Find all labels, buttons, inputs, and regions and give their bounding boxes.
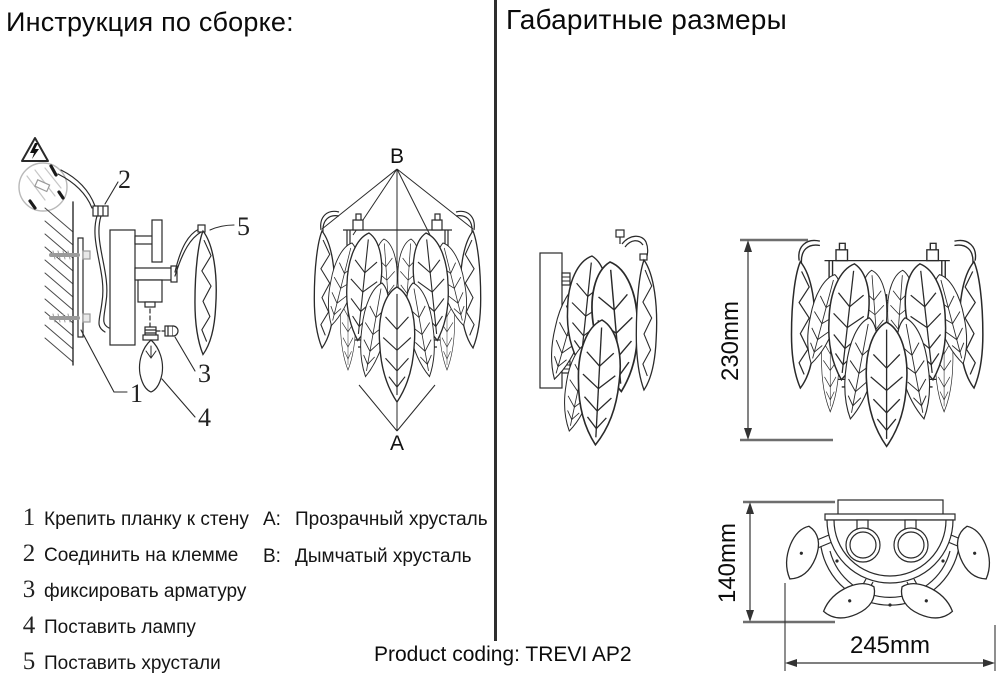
legend-text: Дымчатый хрусталь xyxy=(295,546,472,567)
crystal-spear xyxy=(194,230,217,356)
step-item: 5 Поставить хрустали xyxy=(18,648,249,675)
right-panel-title: Габаритные размеры xyxy=(506,4,787,35)
mounting-bar xyxy=(77,237,84,338)
height-dimension: 230mm xyxy=(717,238,833,442)
step-text: Поставить лампу xyxy=(44,617,196,638)
cap-nut xyxy=(156,325,179,337)
side-arm-wire xyxy=(621,235,649,257)
step-text: фиксировать арматуру xyxy=(44,581,247,602)
bulb xyxy=(138,339,164,393)
step-number: 5 xyxy=(22,648,36,675)
callout-1-label: 1 xyxy=(130,379,143,408)
product-coding: Product coding: TREVI AP2 xyxy=(374,643,632,666)
depth-dimension: 140mm xyxy=(714,500,835,624)
wall-anchor-detail-icon xyxy=(18,162,68,212)
legend-key: B: xyxy=(263,546,281,567)
step-item: 2 Соединить на клемме xyxy=(18,540,249,567)
wall-screws xyxy=(49,250,91,323)
height-dimension-label: 230mm xyxy=(717,301,744,381)
crystal-label-b: B xyxy=(390,145,404,168)
bottom-view-dimensioned: 140mm 245mm xyxy=(714,499,997,671)
sconce-side-view xyxy=(539,229,658,447)
left-panel-title: Инструкция по сборке: xyxy=(6,7,294,37)
assembly-steps-list: 1 Крепить планку к стену 2 Соединить на … xyxy=(18,504,249,675)
terminal-block xyxy=(92,205,109,217)
callout-4-label: 4 xyxy=(198,403,211,432)
lamp-socket xyxy=(142,326,159,341)
step-item: 1 Крепить планку к стену xyxy=(18,504,249,531)
step-text: Соединить на клемме xyxy=(44,545,239,566)
panel-divider xyxy=(494,0,497,641)
side-crystal-spear xyxy=(635,259,658,391)
step-text: Поставить хрустали xyxy=(44,653,221,674)
step-item: 3 фиксировать арматуру xyxy=(18,576,249,603)
legend-item: B: Дымчатый хрусталь xyxy=(263,546,488,568)
callout-5-label: 5 xyxy=(237,212,250,241)
label-b-leaders xyxy=(321,168,474,263)
crystal-legend: A: Прозрачный хрусталь B: Дымчатый хруст… xyxy=(263,509,488,568)
assembly-diagram: 1 2 3 4 5 xyxy=(18,137,250,432)
legend-item: A: Прозрачный хрусталь xyxy=(263,509,488,531)
fixture-body xyxy=(109,229,136,346)
legend-key: A: xyxy=(263,509,281,530)
width-dimension-label: 245mm xyxy=(850,632,930,659)
crystal-label-a: A xyxy=(390,432,404,455)
width-dimension: 245mm xyxy=(784,583,996,671)
step-item: 4 Поставить лампу xyxy=(18,612,249,639)
legend-text: Прозрачный хрусталь xyxy=(295,509,488,530)
step-number: 4 xyxy=(22,612,36,639)
sconce-front-view: B A xyxy=(285,145,500,455)
callout-2-label: 2 xyxy=(118,165,131,194)
wall-plate-top xyxy=(837,499,944,516)
step-number: 1 xyxy=(22,504,36,531)
step-text: Крепить планку к стену xyxy=(44,509,249,530)
electric-warning-icon xyxy=(21,137,49,162)
front-view-dimensioned: 230mm xyxy=(717,238,1000,470)
step-number: 3 xyxy=(22,576,36,603)
step-number: 2 xyxy=(22,540,36,567)
canopy xyxy=(826,519,954,584)
depth-dimension-label: 140mm xyxy=(714,523,741,603)
callout-3-label: 3 xyxy=(198,359,211,388)
callout-leaders xyxy=(80,181,235,418)
